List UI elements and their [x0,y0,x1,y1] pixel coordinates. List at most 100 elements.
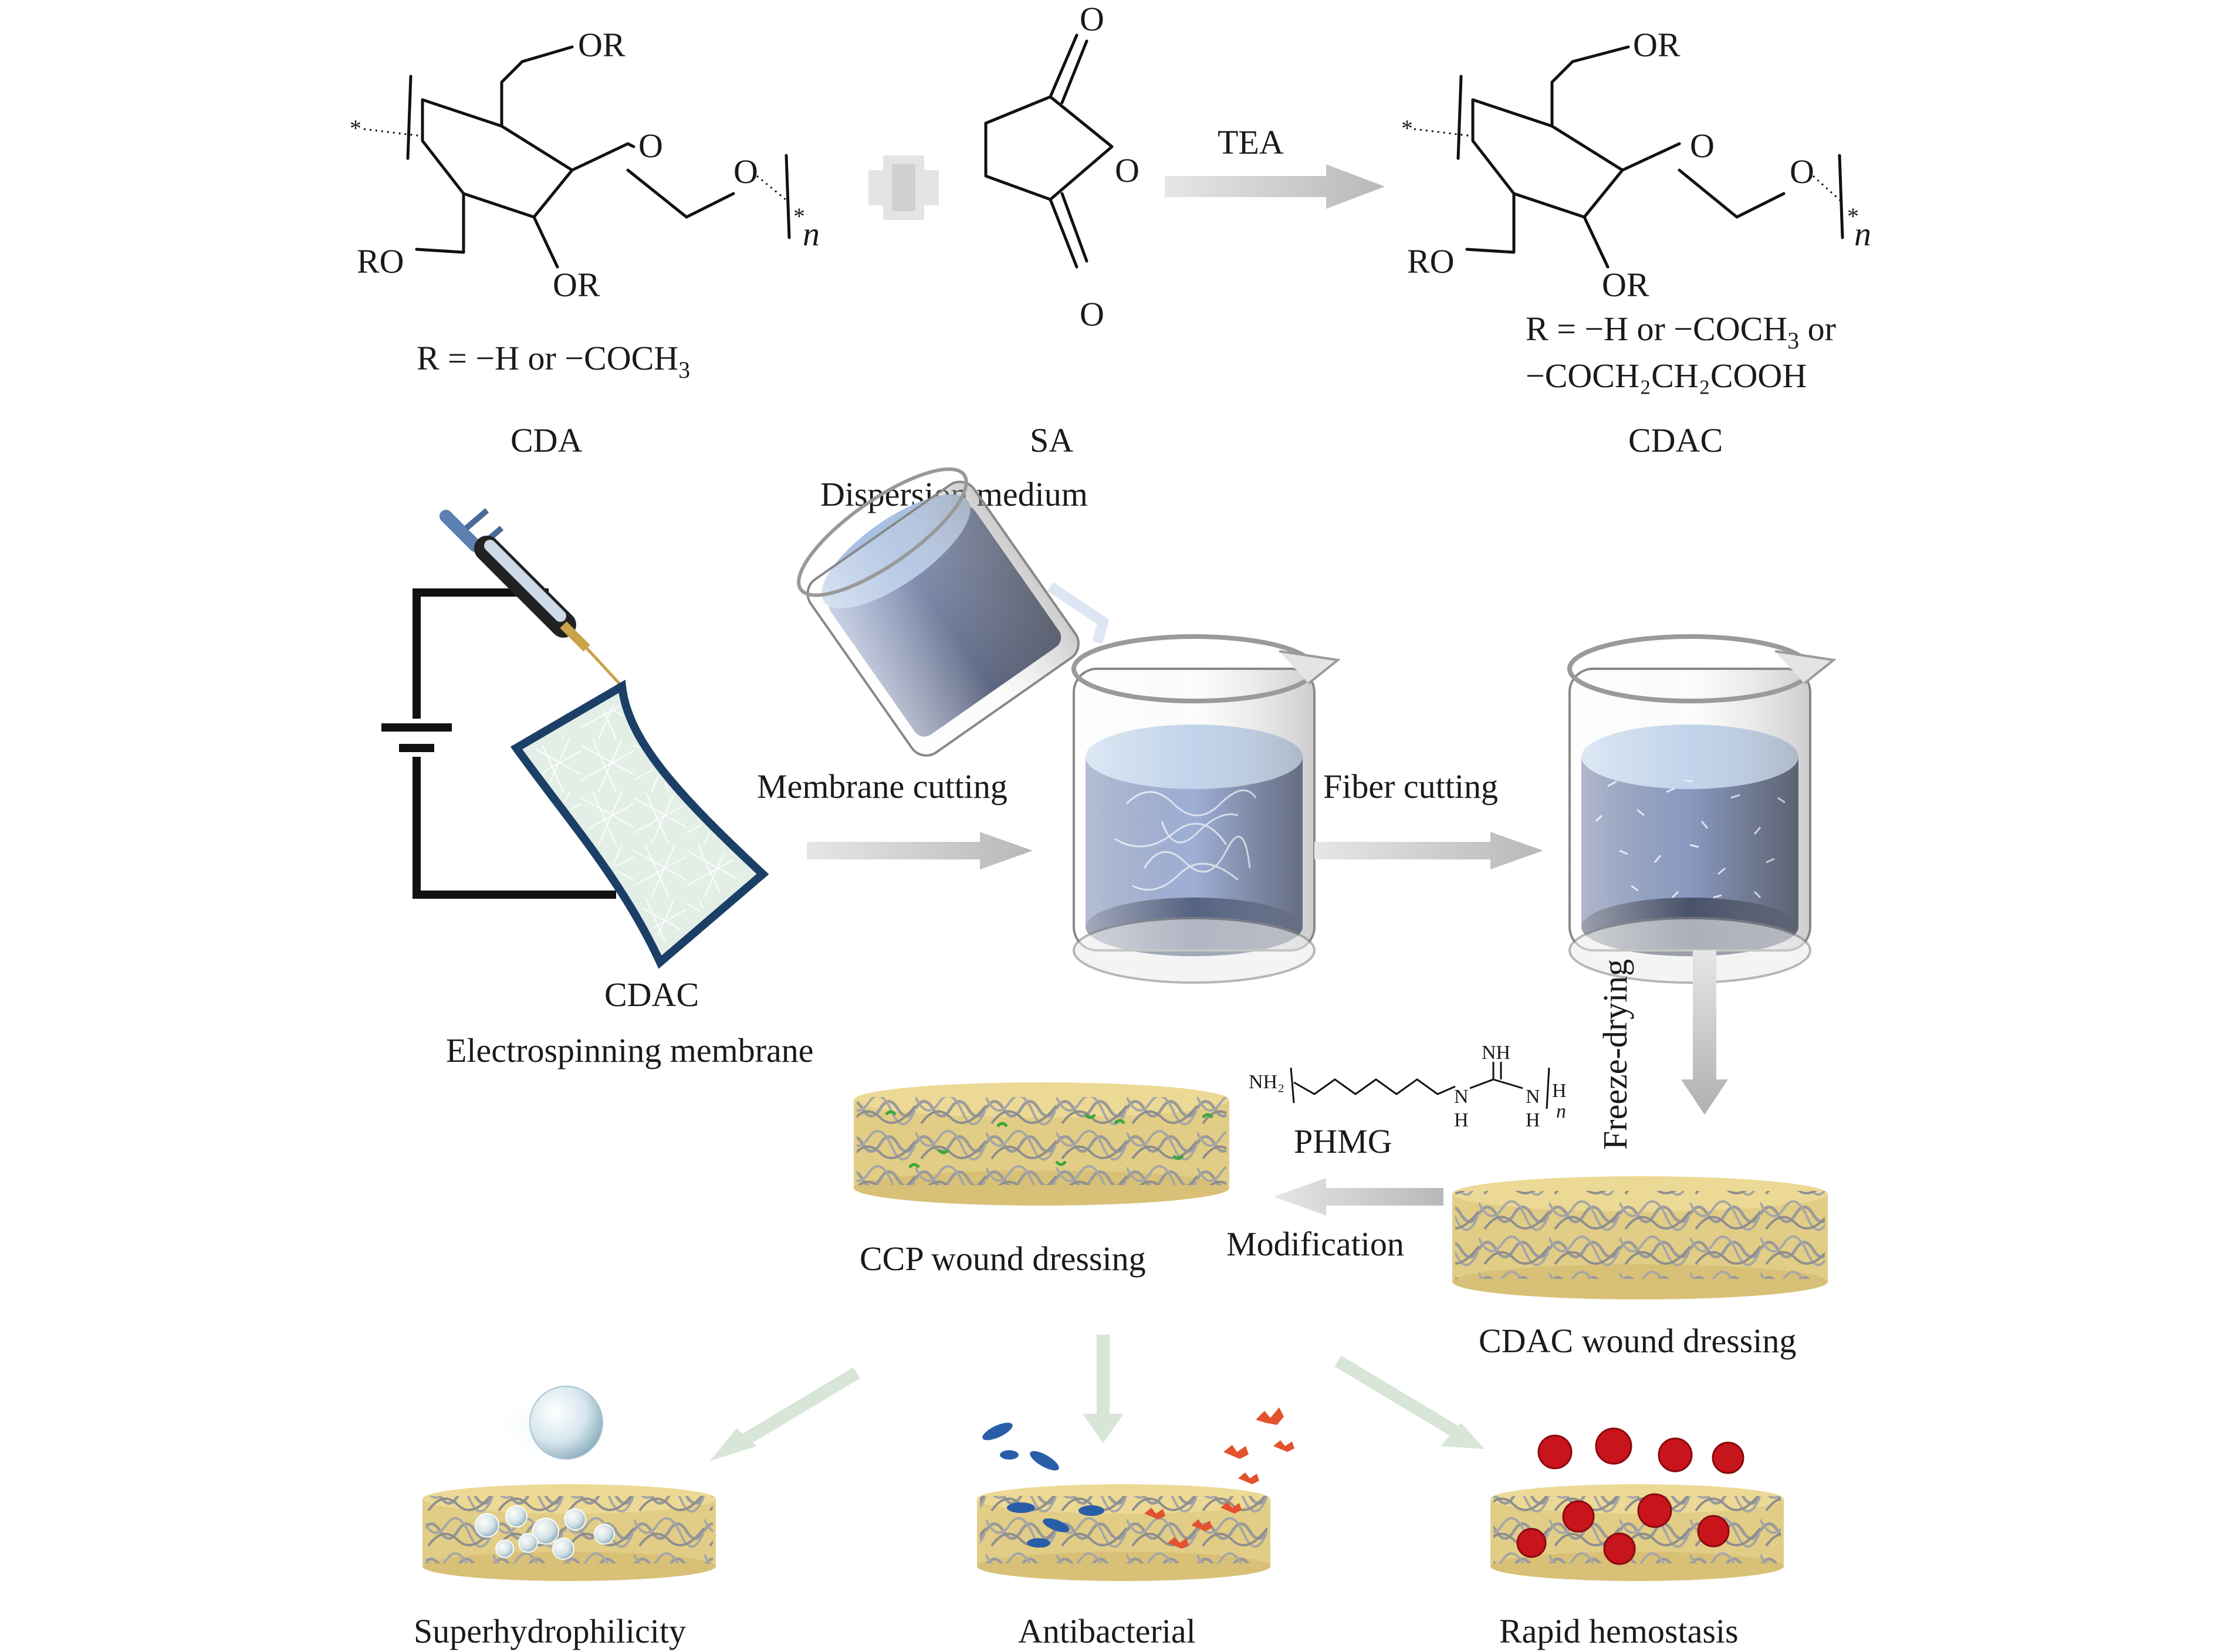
cdac-chain-bond-left [1414,128,1473,137]
sa-carbonyl-bottom [1049,192,1088,269]
fiber-cutting-arrow-icon [1314,832,1543,869]
cda-ring [421,98,574,219]
circuit-wire-bottom [413,757,616,899]
cda-ch2-bond [500,45,574,128]
sa-ring [984,95,1114,201]
cdac-bracket-left [1456,75,1463,160]
property-label-0: Superhydrophilicity [414,1612,686,1650]
cda-repeat-n: n [803,215,820,253]
cdac-dressing-label: CDAC wound dressing [1479,1322,1796,1360]
membrane-type-label: Electrospinning membrane [446,1031,814,1069]
bacteria-red-icon [1223,1407,1294,1484]
tea-label: TEA [1218,123,1284,161]
sa-structure: O O O [984,0,1140,333]
sa-o-ring: O [1115,151,1140,189]
cda-name: CDA [510,421,583,459]
cda-glycosidic-o: O [733,153,758,191]
property-label-2: Rapid hemostasis [1499,1612,1739,1650]
sa-carbonyl-top [1049,33,1088,104]
phmg-n-sub: n [1556,1101,1566,1122]
property-label-1: Antibacterial [1018,1612,1196,1650]
phmg-guanidine [1469,1062,1502,1089]
arrow-to-hemostasis-icon [1334,1355,1459,1437]
arrowhead-hemostasis-icon [1441,1423,1485,1449]
phmg-h1: H [1454,1109,1469,1131]
cda-or-bottom: OR [553,266,600,304]
modification-arrow-icon [1273,1178,1443,1216]
superhydrophilicity-dressing-icon [422,1386,716,1581]
membrane-name: CDAC [604,976,699,1014]
sa-o-top: O [1080,0,1104,38]
reaction-arrow-icon [1165,164,1385,209]
freeze-drying-label: Freeze-drying [1596,959,1634,1150]
plus-icon [868,155,939,220]
cdac-or-top: OR [1633,26,1681,64]
phmg-bracket-left [1290,1067,1295,1103]
phmg-nh2: NH₂ [1249,1071,1284,1093]
fiber-cutting-label: Fiber cutting [1323,767,1498,805]
circuit-wire-top [413,588,549,719]
cdac-glycosidic [1678,168,1786,219]
cda-c2-bond [532,215,559,269]
blood-cell-icon [1537,1427,1744,1474]
phmg-n2: N [1526,1086,1540,1108]
cda-chain-bond-left [363,128,423,137]
cdac-c2-bond [1583,215,1610,269]
hemostasis-dressing-icon [1490,1427,1784,1581]
cda-structure: * OR O O n * RO OR [350,26,820,304]
cda-glycosidic [626,168,735,219]
modification-label: Modification [1226,1225,1404,1263]
cda-bracket-left [406,75,413,160]
ccp-dressing-icon [854,1082,1229,1206]
cda-chain-bond-right [756,175,790,204]
cdac-structure: * OR O O n * RO OR [1401,26,1871,304]
phmg-h3: H [1552,1080,1567,1102]
cdac-ring-o: O [1690,127,1715,165]
cdac-c3-bond [1465,192,1516,254]
cdac-or-bottom: OR [1602,266,1649,304]
cda-bracket-right [785,154,791,239]
cda-ro-bond [415,248,465,254]
electrospinning-setup [381,508,769,969]
cdac-ch2-bond [1550,45,1630,128]
cda-star-right: * [793,203,805,229]
cdac-chain-bond-right [1812,175,1844,204]
sa-o-bottom: O [1080,295,1104,333]
syringe-icon [439,508,623,688]
phmg-bond-n2 [1493,1078,1523,1089]
cdac-ro: RO [1407,242,1455,280]
membrane-cutting-label: Membrane cutting [757,767,1007,805]
cdac-ring-o-bond [1621,142,1681,172]
arrowhead-superhydrophilicity-icon [710,1428,757,1461]
phmg-chain [1293,1078,1456,1095]
water-droplet-icon [529,1386,603,1460]
cdac-repeat-n: n [1854,215,1871,253]
cdac-star-left: * [1401,115,1413,141]
cdac-name: CDAC [1628,421,1723,459]
cda-substituent-label: R = −H or −COCH3 [417,339,690,383]
bacteria-blue-icon [982,1423,1059,1471]
phmg-bracket-right [1546,1067,1550,1109]
cdac-substituent-label-2: −COCH₂CH₂COOH [1526,357,1807,395]
sa-name: SA [1030,421,1073,459]
membrane-fiber-mesh [528,701,745,945]
cdac-bracket-right [1838,154,1844,239]
cdac-glycosidic-o: O [1790,153,1814,191]
beaker-fibers-dispersion [1071,634,1341,984]
freeze-drying-arrow-icon [1681,950,1728,1115]
cdac-dressing-icon [1452,1176,1828,1299]
cda-or-top: OR [578,26,625,64]
cdac-star-right: * [1847,203,1859,229]
cda-star-left: * [350,115,361,141]
phmg-nh: NH [1482,1042,1510,1064]
beaker-short-fibers [1567,634,1837,984]
pouring-beaker-icon [797,467,1110,757]
cdac-substituent-label-1: R = −H or −COCH3 or [1526,310,1836,354]
antibacterial-dressing-icon [977,1407,1294,1581]
membrane-cutting-arrow-icon [807,832,1033,869]
cdac-ring [1471,98,1624,219]
phmg-n1: N [1454,1086,1469,1108]
ccp-dressing-label: CCP wound dressing [860,1240,1146,1278]
arrow-to-superhydrophilicity-icon [736,1367,860,1449]
phmg-h2: H [1526,1109,1540,1131]
